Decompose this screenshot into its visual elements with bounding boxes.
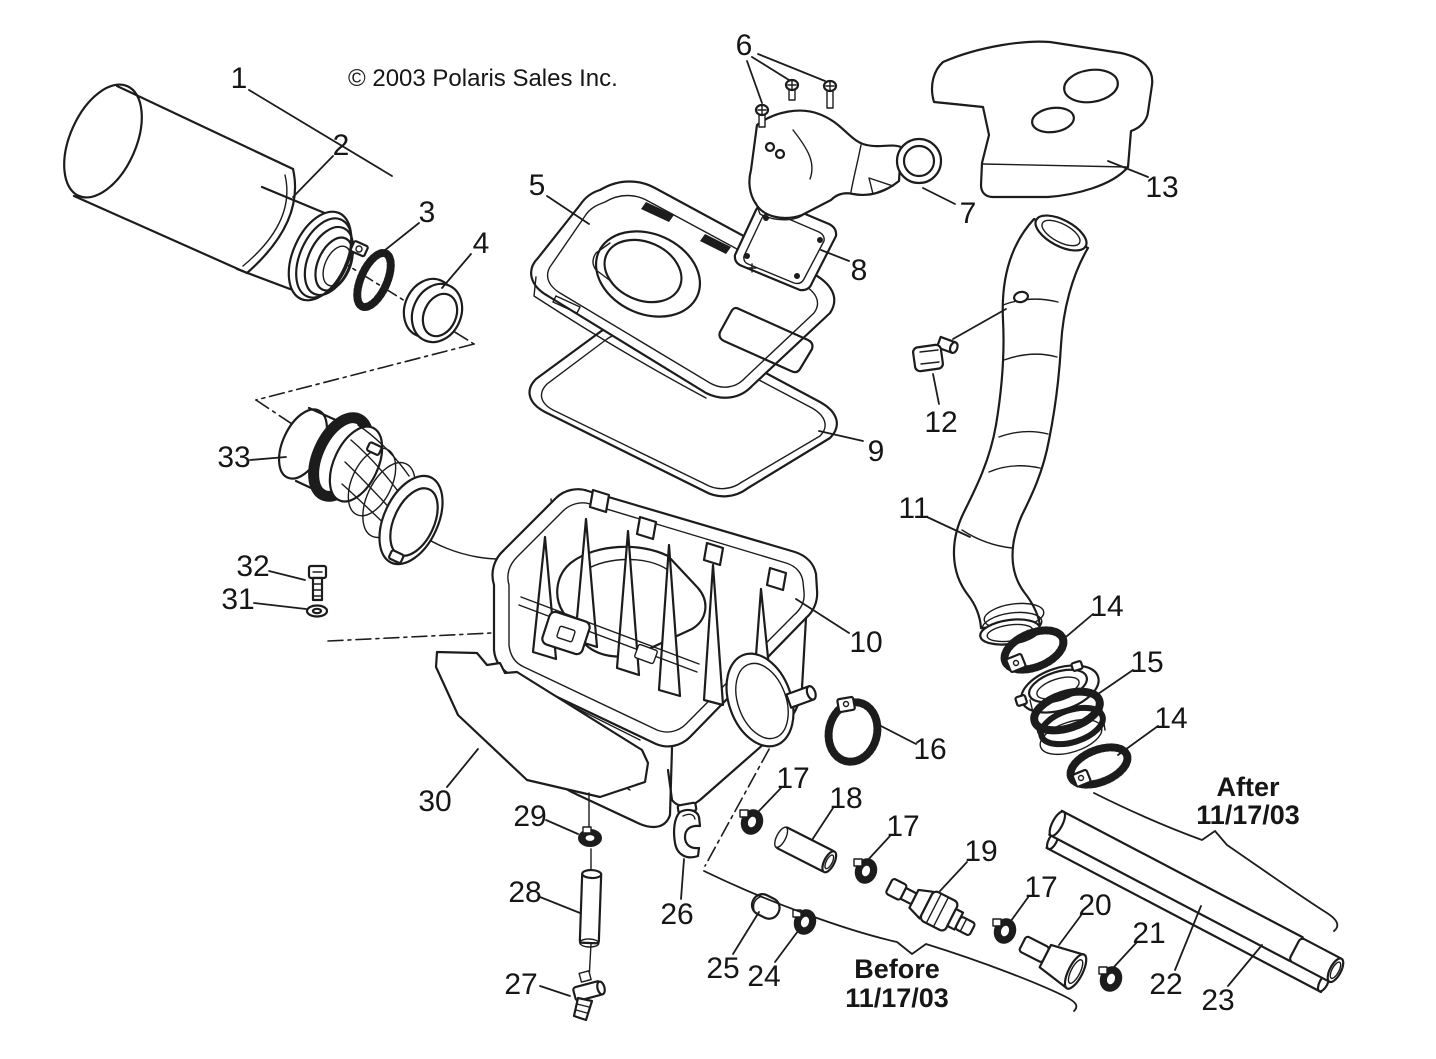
intake-boot-assembly: [277, 406, 444, 566]
outlet-clamp: [824, 695, 882, 766]
callout-30: 30: [418, 785, 451, 818]
callout-15: 15: [1130, 646, 1163, 679]
screw: [784, 78, 800, 101]
mini-clamp-17b: [853, 858, 878, 884]
callout-21: 21: [1132, 917, 1165, 950]
screw: [754, 103, 770, 128]
mount-bolt: [307, 564, 328, 602]
mount-washer: [305, 604, 329, 618]
callout-20: 20: [1078, 889, 1111, 922]
reducer-hose: [1018, 935, 1088, 990]
mini-clamp-17c: [992, 918, 1017, 944]
group-braces: [703, 792, 1339, 1012]
vacuum-cap: [750, 893, 781, 920]
callout-27: 27: [504, 968, 537, 1001]
callout-14: 14: [1090, 590, 1123, 623]
hose-clip: [672, 801, 702, 859]
callout-33: 33: [217, 441, 250, 474]
drain-clamp: [578, 826, 602, 847]
callout-18: 18: [829, 782, 862, 815]
mini-clamp-17a: [739, 809, 764, 835]
callout-14: 14: [1154, 702, 1187, 735]
callout-17: 17: [886, 810, 919, 843]
copyright-text: © 2003 Polaris Sales Inc.: [348, 65, 618, 92]
adapter-boot: [1014, 660, 1106, 756]
callout-7: 7: [960, 197, 977, 230]
text-layer: © 2003 Polaris Sales Inc. After 11/17/03…: [348, 65, 1300, 1013]
drain-tube: [578, 868, 603, 948]
callout-5: 5: [529, 169, 546, 202]
foam-pad: [434, 650, 650, 799]
callout-19: 19: [964, 835, 997, 868]
tube-sleeve: [1289, 937, 1345, 984]
intake-duct: [748, 109, 943, 221]
callout-26: 26: [660, 898, 693, 931]
callout-11: 11: [898, 492, 929, 525]
air-filter: [63, 83, 355, 302]
airbox: [491, 488, 819, 829]
spacer-ring: [402, 277, 464, 344]
breather-hose: [774, 826, 838, 874]
screw: [822, 79, 838, 109]
callout-2: 2: [333, 129, 350, 162]
callout-1: 1: [231, 62, 248, 95]
leader-lines: [248, 53, 1263, 997]
mini-clamp-21: [1098, 966, 1123, 992]
airbox-cover: [530, 180, 836, 399]
drain-hose-long: [1048, 809, 1304, 963]
callout-17: 17: [776, 762, 809, 795]
callout-12: 12: [924, 406, 957, 439]
callout-16: 16: [913, 733, 946, 766]
drain-fitting: [572, 970, 606, 1022]
hose-clamp-upper: [1000, 626, 1068, 674]
callout-32: 32: [236, 550, 269, 583]
after-note-line2: 11/17/03: [1196, 800, 1300, 830]
callout-3: 3: [419, 196, 436, 229]
callout-28: 28: [508, 876, 541, 909]
mini-clamp-24: [792, 909, 817, 935]
foam-block: [930, 40, 1154, 199]
callout-17: 17: [1024, 871, 1057, 904]
callout-6: 6: [736, 29, 753, 62]
callout-29: 29: [513, 800, 546, 833]
callout-24: 24: [747, 960, 780, 993]
drain-assembly: [572, 792, 606, 1022]
vent-fitting: [912, 308, 1007, 373]
callout-13: 13: [1145, 171, 1178, 204]
after-brace: [1093, 792, 1339, 932]
hose-clamp-lower: [1066, 743, 1132, 789]
callout-22: 22: [1149, 968, 1182, 1001]
callout-4: 4: [473, 227, 490, 260]
before-note-line2: 11/17/03: [845, 983, 949, 1013]
callout-25: 25: [706, 952, 739, 985]
callout-31: 31: [221, 583, 254, 616]
callout-23: 23: [1201, 984, 1234, 1017]
before-brace: [703, 870, 1078, 1012]
callout-8: 8: [851, 254, 868, 287]
callout-9: 9: [868, 435, 885, 468]
before-note-line1: Before: [854, 954, 940, 984]
snorkel-duct: [952, 214, 1090, 646]
filter-clamp: [349, 240, 395, 312]
callout-layer: 1234567891011121314151416171817191720212…: [217, 29, 1234, 1017]
drain-valve: [885, 878, 976, 936]
after-note-line1: After: [1216, 772, 1279, 802]
callout-10: 10: [849, 626, 882, 659]
cover-screws: [754, 78, 838, 128]
